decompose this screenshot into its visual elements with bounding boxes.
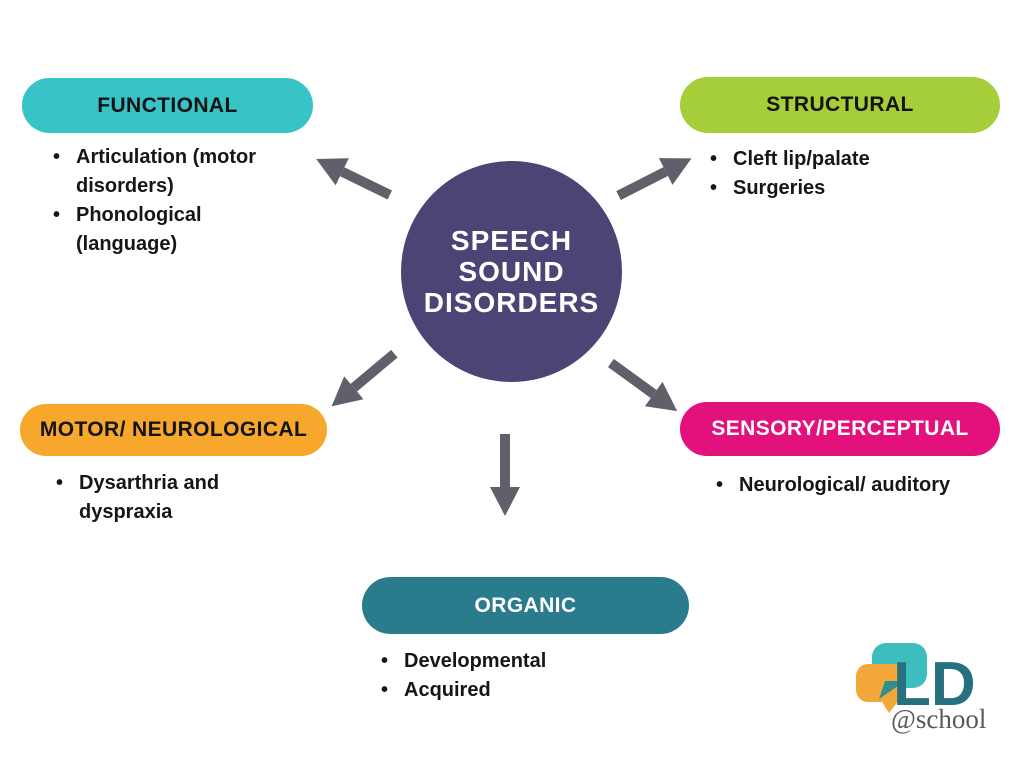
sensory-perceptual-items-list: Neurological/ auditory [716,471,1008,500]
category-label-functional: FUNCTIONAL [97,93,238,117]
center-title-line-2: SOUND [458,256,565,287]
category-label-motor-neurological: MOTOR/ NEUROLOGICAL [39,418,308,441]
functional-items-list: Articulation (motor disorders) Phonologi… [53,143,287,259]
motor-neurological-items-list: Dysarthria and dyspraxia [56,469,296,527]
list-item: Surgeries [710,174,992,203]
category-label-organic: ORGANIC [474,593,577,617]
center-node-speech-sound-disorders: SPEECH SOUND DISORDERS [401,161,622,382]
list-item: Cleft lip/palate [710,145,992,174]
category-pill-organic: ORGANIC [362,577,689,634]
ld-at-school-logo: LD @school [856,643,986,734]
category-pill-structural: STRUCTURAL [680,77,1000,133]
arrow-to-organic-icon [490,434,520,516]
category-label-sensory-perceptual: SENSORY/PERCEPTUAL [711,417,969,440]
center-title-line-3: DISORDERS [423,287,600,318]
arrow-to-motor-neurological-icon [331,349,398,407]
category-pill-functional: FUNCTIONAL [22,78,313,133]
organic-items-list: Developmental Acquired [381,647,663,705]
list-item: Developmental [381,647,663,676]
list-item: Phonological (language) [53,201,287,259]
structural-items-list: Cleft lip/palate Surgeries [710,145,992,203]
arrow-to-structural-icon [616,158,692,201]
list-item: Acquired [381,676,663,705]
list-item: Dysarthria and dyspraxia [56,469,296,527]
logo-brand-text: LD [893,650,976,719]
list-item: Neurological/ auditory [716,471,1008,500]
speech-bubble-orange-icon [856,664,906,713]
category-pill-motor-neurological: MOTOR/ NEUROLOGICAL [20,404,327,456]
bubble-overlap-tail-icon [879,681,905,699]
logo-suffix-text: @school [891,704,986,734]
list-item: Articulation (motor disorders) [53,143,287,201]
category-label-structural: STRUCTURAL [766,93,914,116]
center-title-line-1: SPEECH [450,225,573,256]
arrow-to-sensory-perceptual-icon [607,358,678,412]
category-pill-sensory-perceptual: SENSORY/PERCEPTUAL [680,402,1000,456]
arrow-to-functional-icon [316,158,393,200]
center-node-title: SPEECH SOUND DISORDERS [424,225,599,318]
